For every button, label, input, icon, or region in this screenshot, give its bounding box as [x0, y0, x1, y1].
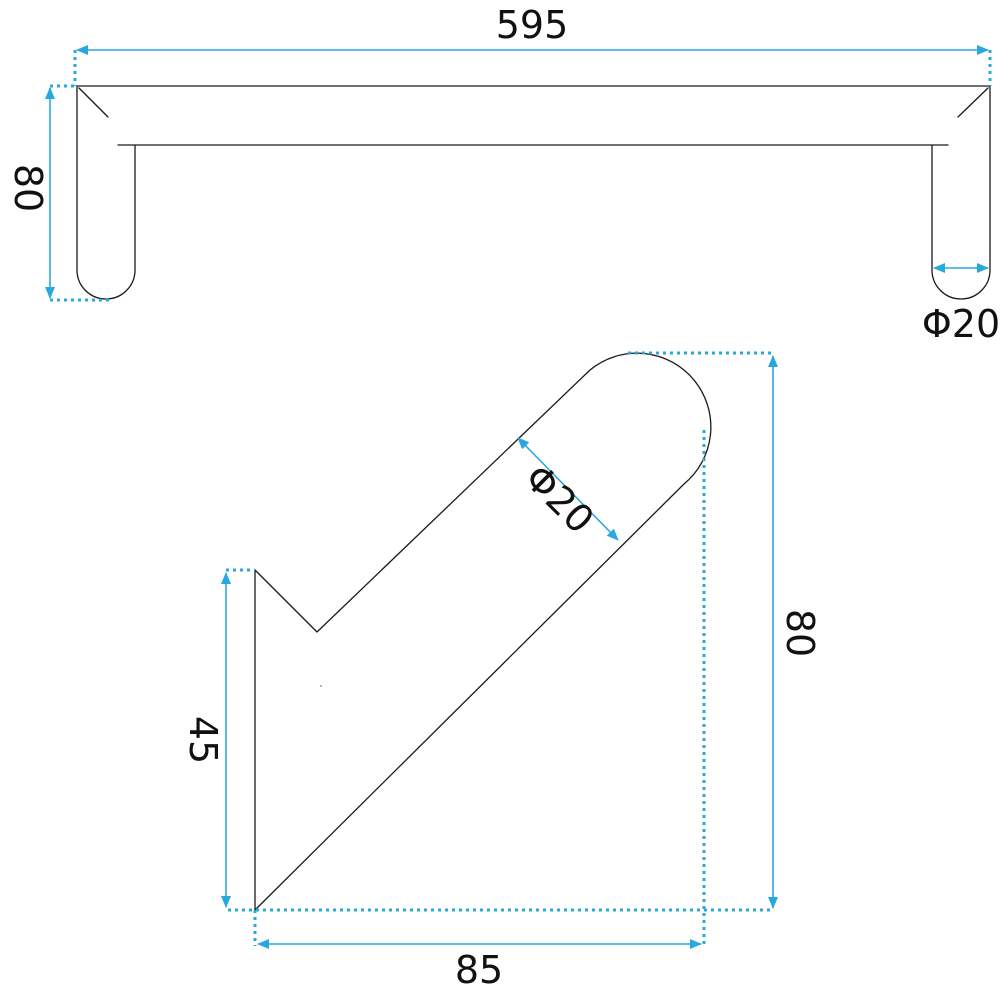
side-height-label: 80	[778, 609, 822, 657]
side-diameter-dimension-line	[517, 437, 619, 541]
width-label: 595	[496, 3, 569, 47]
rail-miter-right	[957, 87, 989, 118]
hook-outline	[254, 352, 712, 911]
top-view: 595 80 Φ20	[6, 3, 1000, 346]
side-diameter-label: Φ20	[516, 456, 602, 542]
diameter-label: Φ20	[922, 302, 1000, 346]
depth-label: 85	[455, 948, 503, 992]
short-height-label: 45	[181, 716, 225, 764]
rail-outline	[76, 85, 991, 300]
height-label: 80	[6, 164, 50, 212]
rail-miter-left	[78, 87, 109, 118]
center-dot	[320, 685, 322, 687]
side-view: Φ20 80 45 85	[181, 351, 822, 992]
